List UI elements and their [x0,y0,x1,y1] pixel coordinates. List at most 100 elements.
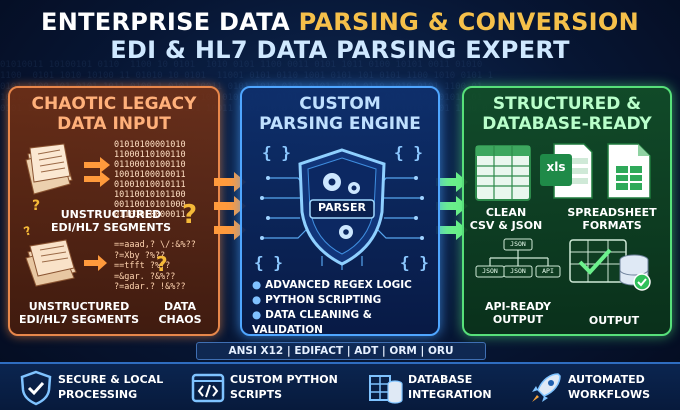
parser-title-line2: PARSING ENGINE [259,114,421,134]
excel-icon [540,143,593,199]
svg-text:{ }: { } [254,253,283,272]
output-title-line2: DATABASE-READY [482,114,652,134]
feature-line: CUSTOM PYTHON [230,373,338,386]
feature-line: DATABASE [408,373,473,386]
legacy-title-line2: DATA INPUT [57,114,171,134]
noisy-line: ?=Xby ?%?? [114,250,166,261]
output-panel-title: STRUCTURED & DATABASE-READY [470,94,664,134]
parser-shield-icon: { } { } { } { } [254,143,429,272]
label-line: UNSTRUCTURED [60,208,162,221]
feature-item: ●PYTHON SCRIPTING [252,293,432,308]
feature-text: DATABASE INTEGRATION [408,372,492,402]
noisy-line: ==tfft ?%?? [114,261,171,271]
input-to-parser-arrows [214,172,246,240]
question-mark-icon: ? [156,252,168,276]
feature-line: PROCESSING [58,388,138,401]
binary-line: 01001010010111 [114,180,186,190]
legacy-title-line1: CHAOTIC LEGACY [31,94,197,114]
feature-line: AUTOMATED [568,373,645,386]
database-output-label: OUTPUT [588,314,640,327]
binary-line: 01100010100110 [114,160,186,170]
binary-line: 01010100001010 [114,140,186,150]
question-mark-icon: ? [32,198,41,214]
standards-tag-bar: ANSI X12 | EDIFACT | ADT | ORM | ORU [196,342,486,360]
table-icon [475,145,531,201]
title-line2: EDI & HL7 DATA PARSING EXPERT [110,36,570,64]
label-line: EDI/HL7 SEGMENTS [50,221,171,234]
feature-line: SCRIPTS [230,388,283,401]
parser-panel-title: CUSTOM PARSING ENGINE [248,94,432,134]
parser-to-output-arrows [436,172,468,240]
bottom-feature-bar: SECURE & LOCAL PROCESSING CUSTOM PYTHON … [0,362,680,410]
label-line: EDI/HL7 SEGMENTS [18,313,139,326]
label-line: FORMATS [582,219,642,232]
feature-label: ADVANCED REGEX LOGIC [265,279,412,291]
feature-text: AUTOMATED WORKFLOWS [568,372,650,402]
binary-stream: 01010100001010 11000110100110 0110001010… [114,140,186,220]
feature-line: SECURE & LOCAL [58,373,164,386]
feature-line: INTEGRATION [408,388,492,401]
legacy-input-panel: CHAOTIC LEGACY DATA INPUT 01010100001010… [8,86,220,336]
parser-badge-label: PARSER [318,201,366,214]
svg-text:{ }: { } [394,143,423,162]
data-chaos-label: DATA CHAOS [150,300,210,326]
binary-line: 01101010000011 [114,210,186,220]
shield-check-icon [20,370,52,406]
parsing-engine-panel: CUSTOM PARSING ENGINE { } { } { } { } [240,86,440,336]
label-line: SPREADSHEET [567,206,657,219]
unstructured-label-1: UNSTRUCTURED EDI/HL7 SEGMENTS [46,208,176,234]
feature-item: ●DATA CLEANING & VALIDATION [252,308,432,338]
unstructured-label-2: UNSTRUCTURED EDI/HL7 SEGMENTS [14,300,144,326]
label-line: DATA [164,300,196,313]
output-title-line1: STRUCTURED & [492,94,642,114]
database-grid-icon [369,375,403,404]
noisy-data-stream: ==aaad,? \/:&%?? ?=Xby ?%?? ==tfft ?%?? … [114,240,196,293]
binary-line: 10010100010011 [114,170,186,180]
legacy-panel-title: CHAOTIC LEGACY DATA INPUT [16,94,212,134]
label-line: OUTPUT [492,313,544,326]
binary-line: 10110010101100 [114,190,186,200]
json-node: JSON [510,267,526,275]
feature-label: DATA CLEANING & VALIDATION [252,309,372,336]
api-ready-label: API-READY OUTPUT [468,300,568,326]
flow-arrow-icon [84,255,107,271]
label-line: API-READY [484,300,552,313]
label-line: CLEAN [485,206,527,219]
label-line: UNSTRUCTURED [28,300,130,313]
binary-line: 00110010101000 [114,200,186,210]
xls-label: xls [546,160,566,174]
spreadsheet-icon [607,143,651,199]
noisy-line: ?=adar.? !&%?? [114,282,186,292]
question-mark-icon: ? [182,200,198,230]
code-window-icon [191,373,225,403]
svg-text:{ }: { } [400,253,429,272]
feature-item: ●ADVANCED REGEX LOGIC [252,278,432,293]
flow-arrows-icon [84,157,110,187]
noisy-line: =&gar. ?&%?? [114,271,176,282]
binary-line: 11000110100110 [114,150,186,160]
bullet-icon: ● [252,294,262,306]
database-check-icon [569,239,651,291]
feature-text: SECURE & LOCAL PROCESSING [58,372,163,402]
json-tree-icon [475,238,561,278]
noisy-line: ==aaad,? \/:&%?? [114,240,196,250]
spreadsheet-formats-label: SPREADSHEET FORMATS [560,206,664,232]
paper-stack-icon [25,239,77,287]
structured-output-panel: STRUCTURED & DATABASE-READY xls CLEAN CS… [462,86,672,336]
json-node: JSON [482,267,498,275]
page-title: ENTERPRISE DATA PARSING & CONVERSION EDI… [0,8,680,64]
paper-stack-icon [25,143,73,195]
label-line: CSV & JSON [469,219,543,232]
feature-line: WORKFLOWS [568,388,651,401]
rocket-icon [532,373,561,402]
feature-text: CUSTOM PYTHON SCRIPTS [230,372,338,402]
json-node: API [542,267,554,275]
parser-feature-list: ●ADVANCED REGEX LOGIC ●PYTHON SCRIPTING … [252,278,432,338]
bullet-icon: ● [252,309,262,321]
bullet-icon: ● [252,279,262,291]
json-node: JSON [510,240,526,248]
csv-json-label: CLEAN CSV & JSON [468,206,544,232]
title-line1-gold: PARSING & CONVERSION [298,8,639,36]
parser-title-line1: CUSTOM [299,94,381,114]
title-line1-white: ENTERPRISE DATA [41,8,290,36]
